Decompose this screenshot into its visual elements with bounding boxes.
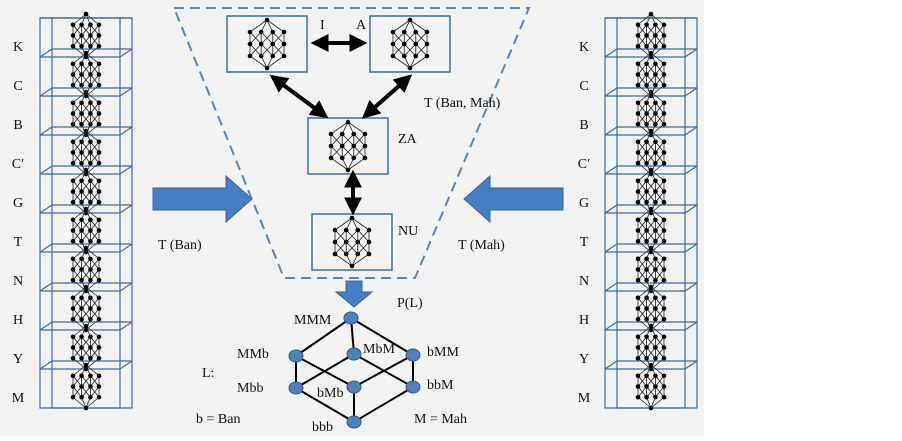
tower-label: T	[13, 234, 23, 250]
label-pl: P(L)	[397, 296, 423, 311]
tower-label: K	[12, 39, 24, 55]
arrow-i-za	[269, 74, 329, 119]
label-t-ban-mah: T (Ban, Mah)	[424, 96, 501, 111]
cube-label-bbb: bbb	[312, 420, 333, 435]
tower-label: T	[579, 234, 589, 250]
funnel-outline	[172, 7, 531, 279]
tower-label: G	[578, 195, 590, 211]
node-label-nu: NU	[398, 224, 419, 239]
cube-label-bmm: bMM	[427, 345, 459, 360]
cube-node-bmb	[346, 380, 362, 394]
cube-node-mmm	[343, 311, 359, 325]
cube-lattice	[288, 311, 421, 429]
cube-label-mbb: Mbb	[237, 381, 264, 396]
tower-label: M	[577, 390, 591, 406]
tower-label: K	[578, 39, 590, 55]
cube-label-bbm: bbM	[427, 378, 454, 393]
cube-label-mmb: MMb	[237, 347, 269, 362]
tower-label: M	[11, 390, 25, 406]
tower-label: Y	[12, 351, 24, 367]
cube-node-bbb	[346, 415, 362, 429]
legend-b-ban: b = Ban	[196, 412, 241, 427]
tower-label: B	[13, 117, 23, 133]
node-label-za: ZA	[398, 132, 417, 147]
label-t-mah: T (Mah)	[458, 238, 505, 253]
tower-label: B	[579, 117, 589, 133]
cube-node-mbm	[346, 347, 362, 361]
tower-label: C	[579, 78, 589, 94]
cube-node-bmm	[405, 348, 421, 362]
node-label-a: A	[356, 18, 367, 33]
cube-node-bbm	[405, 380, 421, 394]
tower-label: G	[12, 195, 24, 211]
tower-label: C	[13, 78, 23, 94]
cube-label-mmm: MMM	[294, 313, 332, 328]
cube-label-l: L:	[202, 366, 215, 381]
tower-label: Y	[578, 351, 590, 367]
right-lattice-tower	[604, 11, 698, 411]
cube-label-bmb: bMb	[317, 386, 344, 401]
arrow-a-za	[361, 74, 413, 119]
left-lattice-tower	[39, 11, 133, 411]
tower-label: H	[578, 312, 590, 328]
left-blue-arrow	[152, 174, 253, 224]
cube-node-mmb	[288, 349, 304, 363]
cube-label-mbm: MbM	[363, 342, 395, 357]
right-blue-arrow	[463, 174, 564, 224]
tower-label: N	[578, 273, 590, 289]
cube-node-mbb	[288, 381, 304, 395]
tower-label: C′	[577, 156, 591, 172]
node-label-i: I	[320, 18, 325, 33]
funnel-lattice-boxes	[226, 15, 451, 271]
tower-label: N	[12, 273, 24, 289]
tower-label: H	[12, 312, 24, 328]
label-t-ban: T (Ban)	[158, 238, 202, 253]
tower-label: C′	[11, 156, 25, 172]
legend-m-mah: M = Mah	[414, 412, 468, 427]
down-blue-arrow	[334, 280, 374, 308]
